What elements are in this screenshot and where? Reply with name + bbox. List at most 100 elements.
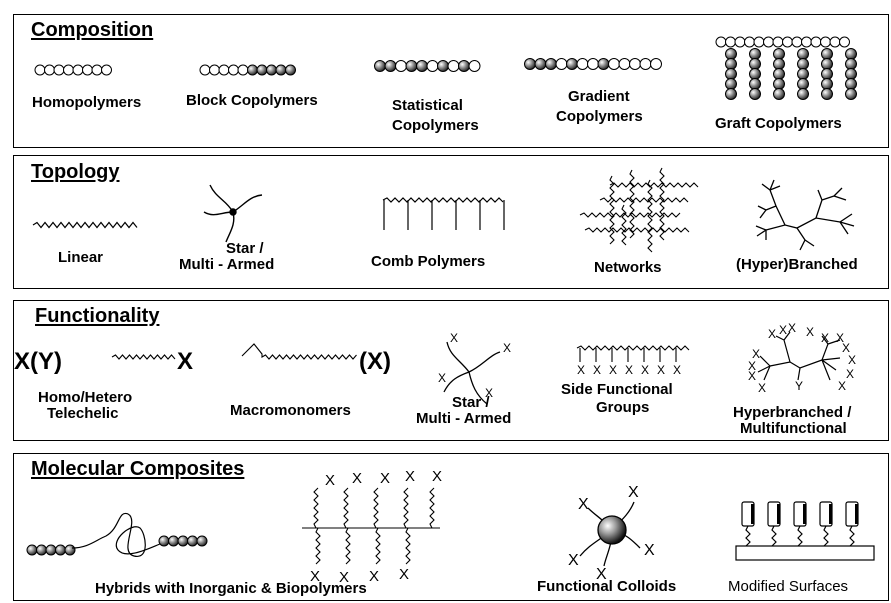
modified-surface [735, 501, 875, 561]
bead-dark [773, 88, 785, 100]
label-telechelic-1: Homo/Hetero [38, 389, 133, 406]
functional-colloid [579, 501, 641, 567]
surface-unit-shade [803, 504, 806, 524]
functional-group-x: X [578, 496, 589, 513]
label-linear: Linear [58, 249, 104, 266]
bead-dark [36, 544, 47, 556]
ladder-arm-down [315, 527, 321, 565]
label-modified-surfaces: Modified Surfaces [728, 578, 849, 595]
surface-unit-shade [855, 504, 858, 524]
network-crosslink [609, 175, 615, 245]
functional-group-x: X [485, 386, 494, 400]
functional-group-x: X [438, 371, 447, 385]
topology-panel [13, 155, 889, 289]
network-crosslink [629, 169, 635, 239]
molecular-composites-panel [13, 453, 889, 601]
side-backbone [576, 345, 690, 351]
functional-group-x: X [779, 323, 788, 337]
functional-group-x: X [657, 363, 666, 377]
label-networks: Networks [594, 259, 662, 276]
functional-group-x: X [568, 552, 579, 569]
functional-group-x: X [310, 568, 321, 585]
functional-group-x: X [432, 468, 443, 485]
functional-group-x: X [838, 379, 847, 393]
comb-backbone [382, 197, 504, 203]
surface-unit-shade [751, 504, 754, 524]
label-comb-polymers: Comb Polymers [371, 253, 486, 270]
bead-light [839, 36, 850, 48]
hybrid-coil [71, 512, 161, 557]
bead-dark [177, 535, 189, 547]
label-fstar-2: Multi - Armed [416, 410, 512, 427]
network-strand [584, 227, 690, 233]
network-crosslink [659, 167, 665, 241]
composition-title: Composition [31, 19, 154, 41]
ladder-arm-up [373, 487, 379, 529]
functional-group-x: X [625, 363, 634, 377]
label-star-1: Star / [226, 240, 264, 257]
label-block-copolymers: Block Copolymers [186, 92, 318, 109]
functional-group-x: X [846, 367, 855, 381]
functional-group-x: X [577, 363, 586, 377]
functional-group-x: X [758, 381, 767, 395]
functional-group-x: X [399, 566, 410, 583]
label-side-functional-1: Side Functional [561, 381, 673, 398]
functional-group-x: X [609, 363, 618, 377]
surface-tether [771, 525, 777, 547]
bead-dark [285, 64, 296, 76]
functionality-title: Functionality [35, 305, 160, 327]
functional-group-x: X [848, 353, 857, 367]
label-fstar-1: Star / [452, 394, 490, 411]
macromonomer-end-group: (X) [359, 348, 391, 375]
functional-group-x: X [842, 341, 851, 355]
label-star-2: Multi - Armed [179, 256, 275, 273]
macromonomer-chain [241, 343, 357, 360]
linear-chain [32, 221, 138, 229]
ladder-arm-up [343, 487, 349, 529]
statistical-copolymer-chain [374, 60, 481, 72]
functional-group-x: X [788, 321, 797, 335]
surface-tether [797, 525, 803, 547]
telechelic-end-left: X(Y) [14, 348, 62, 375]
functional-group-x: X [673, 363, 682, 377]
network-strand [609, 182, 699, 188]
bead-dark [158, 535, 170, 547]
star-polymer [203, 184, 263, 243]
multifunctional-hyperbranched [757, 331, 841, 381]
ladder-arm-down [345, 527, 351, 565]
bead-dark [55, 544, 66, 556]
bead-light [650, 58, 662, 70]
ladder-arm-up [313, 487, 319, 529]
label-macromonomers: Macromonomers [230, 402, 351, 419]
bead-dark [64, 544, 76, 556]
bead-dark [45, 544, 57, 556]
network-strand [579, 212, 681, 218]
label-side-functional-2: Groups [596, 399, 650, 416]
label-telechelic-2: Telechelic [47, 405, 119, 422]
label-graft-copolymers: Graft Copolymers [715, 115, 842, 132]
functional-group-x: X [380, 470, 391, 487]
functional-group-x: X [806, 325, 815, 339]
molecular-composites-title: Molecular Composites [31, 458, 245, 480]
bead-dark [845, 88, 857, 100]
functional-group-x: X [644, 542, 655, 559]
functional-group-x: X [369, 568, 380, 585]
surface-substrate [735, 545, 875, 561]
network-crosslink [621, 204, 627, 246]
biopolymer-ladder [302, 487, 440, 565]
hybrid-chain-right [158, 535, 208, 547]
bead-dark [168, 535, 179, 547]
bead-dark [749, 88, 761, 100]
functional-group-x: X [352, 470, 363, 487]
surface-unit-shade [829, 504, 832, 524]
functional-group-x: X [752, 347, 761, 361]
surface-tether [823, 525, 829, 547]
functional-group-x: X [405, 468, 416, 485]
ladder-arm-up [403, 487, 409, 529]
bead-dark [725, 88, 737, 100]
side-functional-chain [576, 345, 690, 362]
